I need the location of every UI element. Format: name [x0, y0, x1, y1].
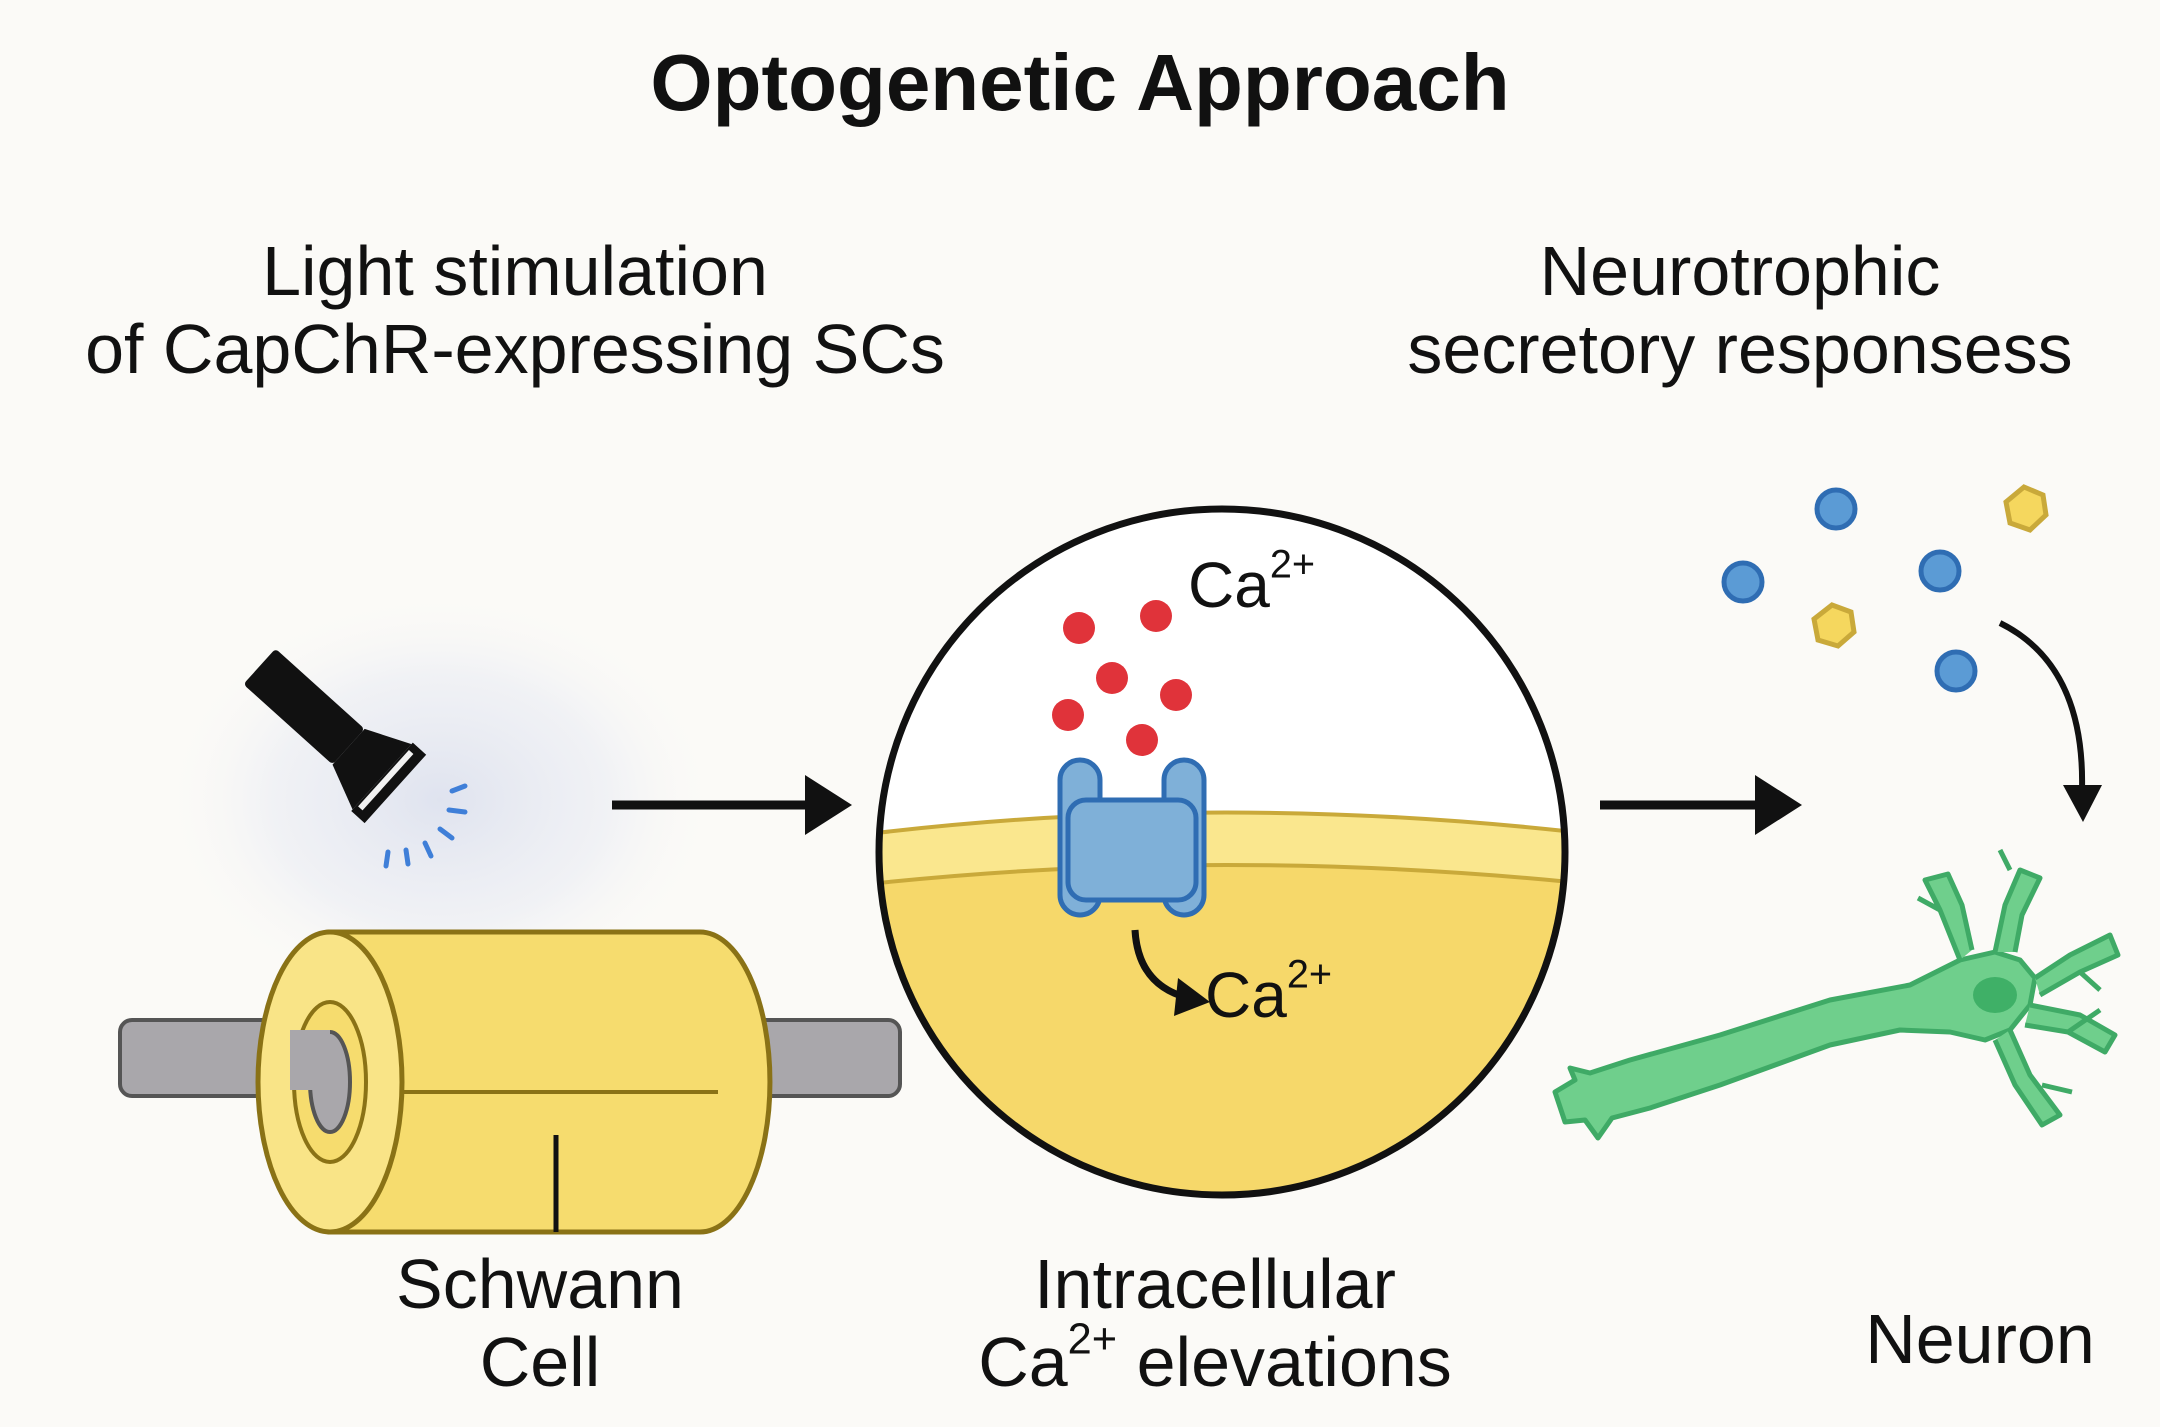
arrow-2 — [1600, 775, 1802, 835]
factor-yellow — [2003, 484, 2049, 533]
calcium-ion — [1063, 612, 1095, 644]
calcium-ion — [1052, 699, 1084, 731]
factor-yellow — [1811, 602, 1857, 649]
factor-blue — [1918, 549, 1962, 593]
neuron-label: Neuron — [1865, 1300, 2095, 1378]
schwann-line2: Cell — [479, 1323, 601, 1402]
intracellular-line1: Intracellular — [1034, 1245, 1396, 1323]
intracellular-label: Intracellular Ca2+ elevations — [890, 1245, 1540, 1402]
step3-line2: secretory responsess — [1407, 310, 2073, 389]
step3-heading: Neurotrophic secretory responsess — [1330, 232, 2150, 389]
calcium-ion — [1096, 662, 1128, 694]
factor-blue — [1721, 560, 1765, 604]
schwann-cell-label: Schwann Cell — [340, 1245, 740, 1402]
calcium-inside-label: Ca2+ — [1205, 952, 1333, 1031]
schwann-cell-illustration — [118, 929, 902, 1235]
page-title: Optogenetic Approach — [650, 38, 1510, 127]
neuron-icon — [1552, 848, 2121, 1141]
factor-blue — [1814, 487, 1858, 531]
neurotrophic-factors — [1721, 484, 2102, 822]
calcium-ion — [1140, 600, 1172, 632]
step1-line1: Light stimulation — [262, 232, 768, 310]
factor-arrow — [1998, 620, 2086, 791]
calcium-ions-outside — [1052, 600, 1192, 756]
arrow-1 — [612, 775, 852, 835]
capchr-channel-icon — [1057, 757, 1207, 918]
intracellular-line2: Ca2+ elevations — [978, 1315, 1452, 1402]
flashlight-icon — [244, 650, 468, 869]
factor-blue — [1934, 649, 1978, 693]
step3-line1: Neurotrophic — [1539, 232, 1941, 310]
calcium-ion — [1160, 679, 1192, 711]
step1-line2: of CapChR-expressing SCs — [85, 310, 945, 389]
schwann-line1: Schwann — [396, 1245, 684, 1323]
step1-heading: Light stimulation of CapChR-expressing S… — [0, 232, 1030, 389]
magnified-membrane-view — [875, 505, 1569, 1199]
light-rays-icon — [383, 783, 468, 869]
calcium-outside-label: Ca2+ — [1188, 542, 1316, 621]
calcium-ion — [1126, 724, 1158, 756]
